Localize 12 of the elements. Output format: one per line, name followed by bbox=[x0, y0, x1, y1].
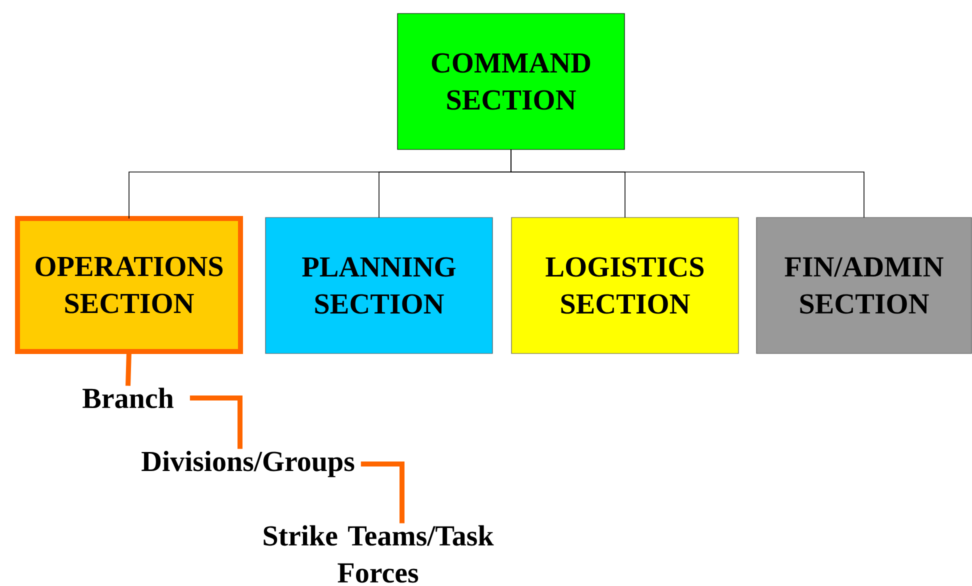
connector-line bbox=[190, 396, 242, 449]
section-box: COMMAND SECTION bbox=[397, 13, 625, 150]
level-label: Strike Teams/Task Forces bbox=[264, 525, 494, 583]
section-box: OPERATIONS SECTION bbox=[15, 216, 243, 354]
level-label: Branch bbox=[82, 388, 174, 408]
connector-line bbox=[360, 462, 404, 524]
section-box: PLANNING SECTION bbox=[265, 217, 493, 354]
level-label: Divisions/Groups bbox=[142, 450, 354, 478]
section-box: LOGISTICS SECTION bbox=[511, 217, 739, 354]
section-box: FIN/ADMIN SECTION bbox=[756, 217, 972, 354]
connector-line bbox=[126, 351, 132, 386]
connector-line bbox=[510, 149, 864, 218]
